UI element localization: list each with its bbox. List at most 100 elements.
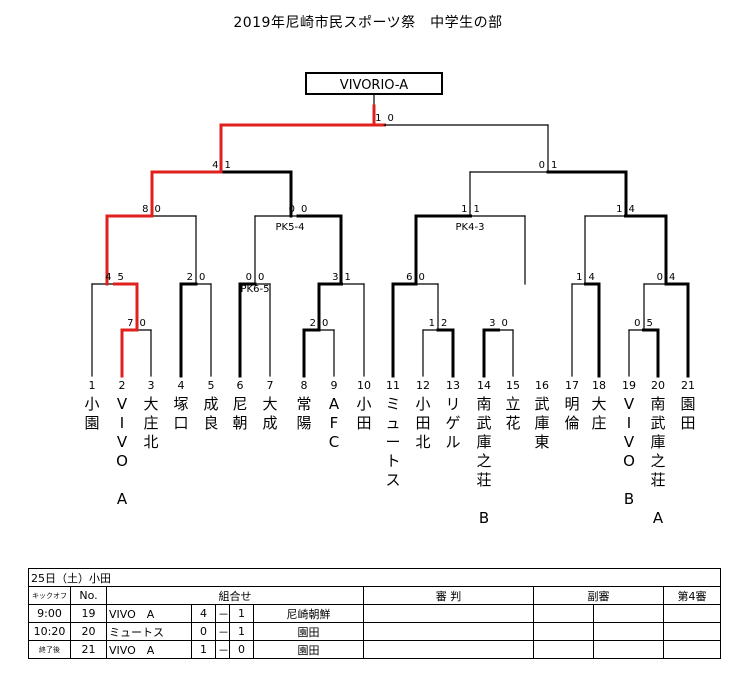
kickoff-cell: 終了後 [28,640,71,659]
pk-label: PK6-5 [241,284,270,295]
score-right: 1 [474,204,480,215]
champion-label: VIVORIO-A [340,78,408,93]
referee-header: 審 判 [363,586,534,605]
team-name: 小田北 [415,395,431,451]
team-name: 尼朝 [232,395,248,432]
score-right: 5 [118,272,124,283]
score-left: 1 [576,272,582,283]
score-right: 0 [502,318,508,329]
team-number: 5 [207,379,215,392]
team-name: 塚口 [173,395,189,432]
team-b-cell: 尼崎朝鮮 [253,604,364,623]
score-b-cell: 1 [229,622,254,641]
team-number: 18 [592,379,606,392]
team-name: 小田 [356,395,372,432]
team-number: 8 [300,379,308,392]
team-a-cell: ミュートス [106,622,192,641]
fourth-cell [662,640,722,659]
team-number: 14 [477,379,491,392]
team-number: 11 [386,379,400,392]
team-number: 19 [622,379,636,392]
team-number: 12 [416,379,430,392]
team-number: 13 [446,379,460,392]
score-right: 1 [225,160,231,171]
team-number: 2 [118,379,126,392]
team-number: 20 [651,379,665,392]
team-number: 9 [330,379,338,392]
team-name: 南武庫之荘 B [476,395,492,527]
referee-cell [363,640,534,659]
score-right: 0 [419,272,425,283]
score-right: 0 [140,318,146,329]
score-left: 0 [539,160,545,171]
score-left: 2 [310,318,316,329]
assistant-cell [533,640,594,659]
team-name: 小園 [84,395,100,432]
pk-label: PK4-3 [456,222,485,233]
score-left: 2 [187,272,193,283]
score-right: 0 [199,272,205,283]
score-left: 0 [289,204,295,215]
score-right: 2 [441,318,447,329]
score-left: 4 [105,272,111,283]
match-no-cell: 21 [70,640,107,659]
score-b-cell: 0 [229,640,254,659]
referee-cell [363,604,534,623]
team-number: 10 [357,379,371,392]
assistant-header: 副審 [533,586,664,605]
team-name: 常陽 [296,395,312,432]
score-right: 4 [589,272,595,283]
schedule-header: 25日（土）小田 [27,568,722,587]
score-left: 7 [127,318,133,329]
score-left: 0 [657,272,663,283]
score-left: 0 [246,272,252,283]
team-name: 立花 [505,395,521,432]
fourth-header: 第4審 [662,586,722,605]
fourth-cell [662,604,722,623]
team-name: 武庫東 [534,395,550,451]
assistant-cell [533,604,594,623]
team-number: 7 [266,379,274,392]
team-b-cell: 園田 [253,640,364,659]
score-left: 8 [142,204,148,215]
score-a-cell: 4 [191,604,216,623]
pairing-header: 組合せ [106,586,364,605]
score-right: 0 [258,272,264,283]
team-number: 3 [147,379,155,392]
team-name: 大庄 [591,395,607,432]
score-right: 4 [669,272,675,283]
team-number: 15 [506,379,520,392]
fourth-cell [662,622,722,641]
no-header: No. [70,586,107,605]
team-name: 南武庫之荘 A [650,395,666,527]
score-left: 1 [616,204,622,215]
score-left: 0 [634,318,640,329]
score-right: 0 [322,318,328,329]
assistant-cell [533,622,594,641]
score-a-cell: 0 [191,622,216,641]
referee-cell [363,622,534,641]
kickoff-cell: 10:20 [28,622,71,641]
team-name: ミュートス [385,395,401,489]
score-left: 1 [375,113,381,124]
score-right: 4 [629,204,635,215]
match-no-cell: 20 [70,622,107,641]
assistant-cell [593,622,664,641]
team-name: 大成 [262,395,278,432]
team-number: 1 [88,379,96,392]
pk-label: PK5-4 [276,222,305,233]
assistant-cell [593,604,664,623]
score-right: 1 [345,272,351,283]
score-left: 4 [212,160,218,171]
score-right: 0 [301,204,307,215]
team-name: 園田 [680,395,696,432]
team-a-cell: VIVO A [106,640,192,659]
team-name: リゲル [445,395,461,451]
team-name: 成良 [203,395,219,432]
team-number: 17 [565,379,579,392]
score-a-cell: 1 [191,640,216,659]
score-right: 0 [388,113,394,124]
